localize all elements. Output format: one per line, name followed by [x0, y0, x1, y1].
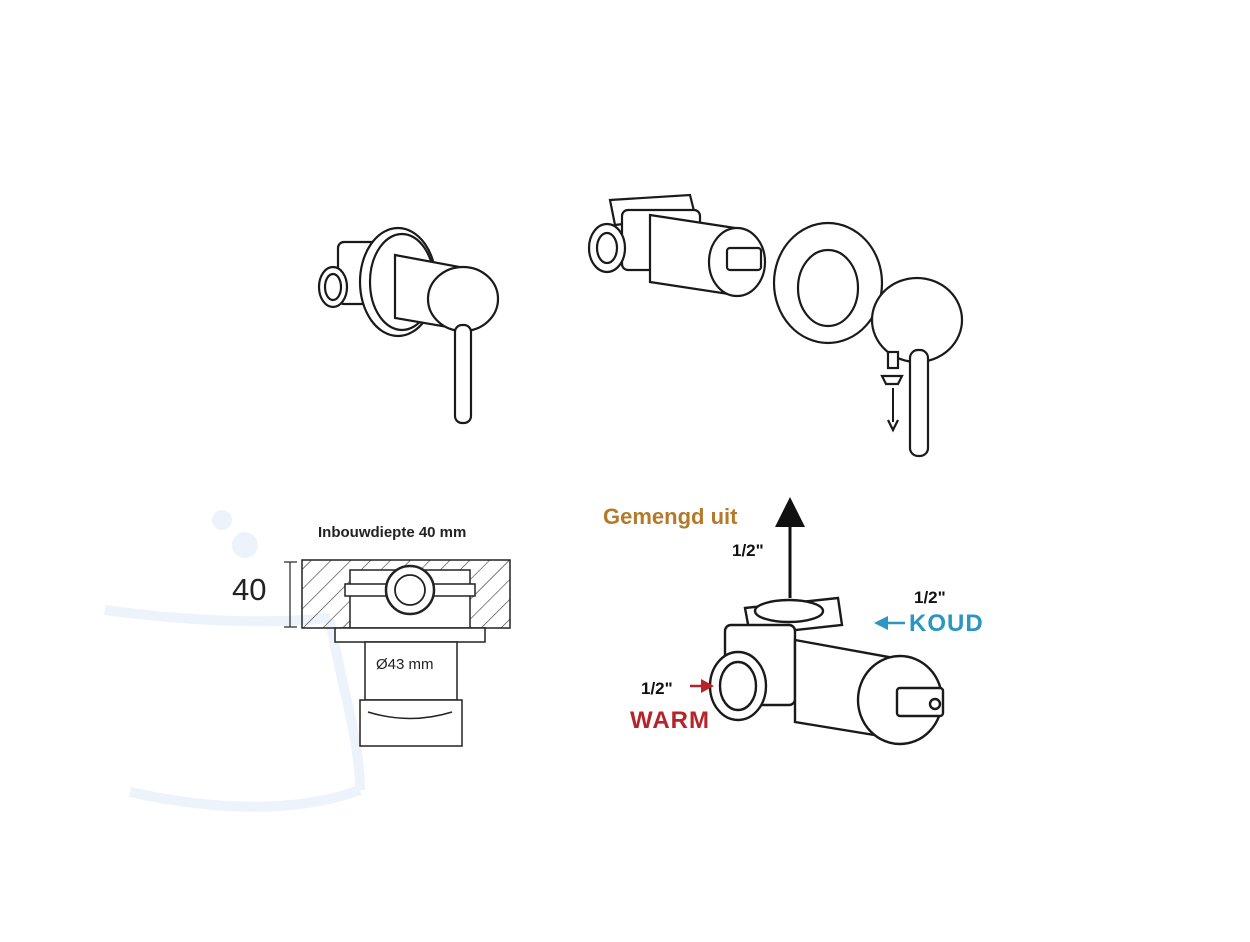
install-depth-cross-section-icon [284, 559, 511, 747]
mixer-exploded-view-icon [587, 193, 964, 458]
diameter-label: Ø43 mm [376, 656, 434, 673]
warm-arrow-icon [690, 679, 714, 693]
watermark-logo [104, 510, 365, 812]
warm-label: WARM [630, 707, 710, 734]
mixer-assembled-icon [317, 226, 500, 425]
size-cold-label: 1/2" [914, 588, 946, 607]
cold-arrow-icon [874, 616, 905, 630]
size-warm-label: 1/2" [641, 679, 673, 698]
depth-dimension-label: 40 [232, 572, 267, 607]
cold-label: KOUD [909, 610, 984, 637]
mixed-out-label: Gemengd uit [603, 504, 738, 529]
size-mixed-label: 1/2" [732, 541, 764, 560]
install-depth-title: Inbouwdiepte 40 mm [318, 524, 467, 541]
valve-body-connections-icon [708, 596, 945, 746]
